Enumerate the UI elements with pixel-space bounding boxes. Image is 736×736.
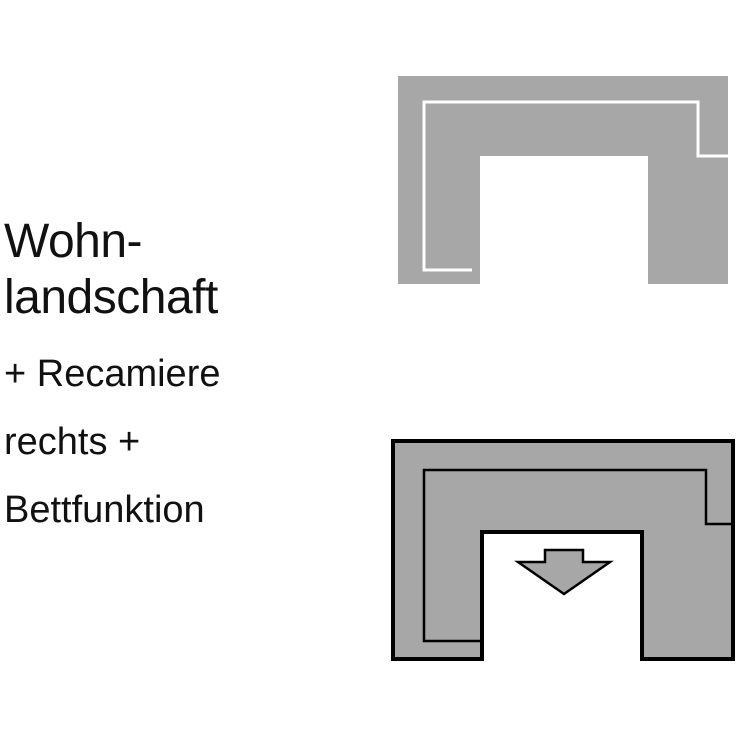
arrow-down-icon bbox=[514, 548, 614, 596]
sofa-plan-top bbox=[398, 76, 728, 284]
caption-line-5: Bettfunktion bbox=[4, 489, 205, 531]
caption: Wohn- landschaft + Recamiere rechts + Be… bbox=[4, 214, 220, 544]
seat-outline bbox=[422, 100, 728, 272]
caption-line-4: rechts + bbox=[4, 421, 141, 463]
sofa-body bbox=[391, 439, 735, 661]
title-line-1: Wohn- bbox=[4, 215, 143, 268]
sofa-plan-bottom bbox=[391, 439, 735, 661]
arrow-down-icon bbox=[526, 180, 602, 220]
caption-line-3: + Recamiere bbox=[4, 353, 221, 395]
seat-outline bbox=[422, 468, 733, 643]
sofa-body bbox=[398, 76, 728, 284]
title-line-2: landschaft bbox=[4, 271, 218, 324]
